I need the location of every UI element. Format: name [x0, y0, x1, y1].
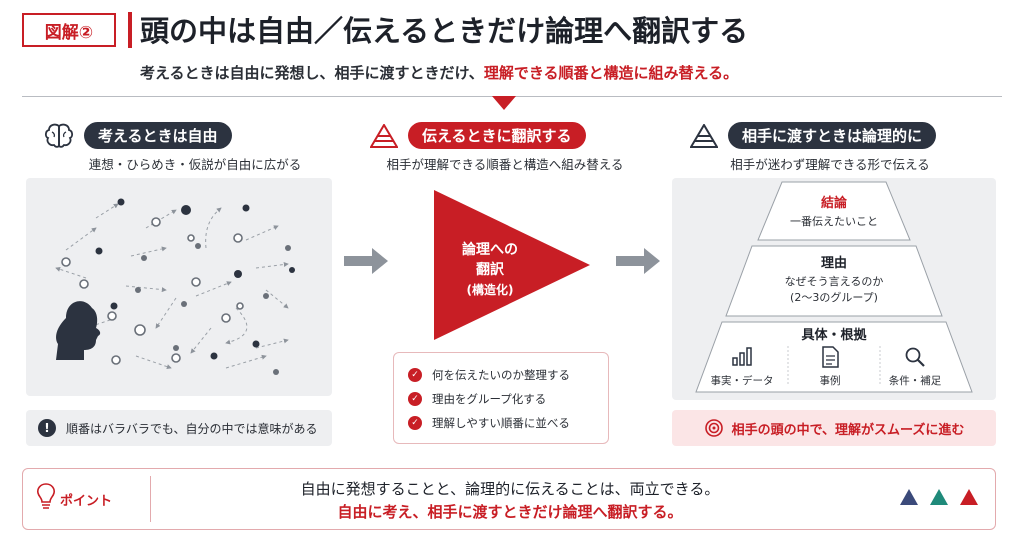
key-point-divider [150, 476, 151, 522]
key-point-label: ポイント [60, 494, 113, 509]
middle-column-header: 伝えるときに翻訳する [370, 122, 586, 149]
arrow-right-icon [616, 248, 660, 274]
document-icon [822, 346, 839, 368]
left-note: ! 順番はバラバラでも、自分の中では意味がある [26, 410, 332, 446]
pyramid-middle-tier: 理由 なぜそう言えるのか (2〜3のグループ) [760, 252, 908, 306]
checklist-item: ✓ 理由をグループ化する [408, 387, 594, 411]
funnel-line3: (構造化) [466, 283, 514, 297]
left-subheading: 連想・ひらめき・仮説が自由に広がる [88, 157, 302, 172]
pyramid-icon [370, 123, 398, 148]
thinking-person-silhouette [56, 301, 101, 360]
logic-pyramid [695, 181, 973, 393]
bar-chart-icon [732, 347, 752, 366]
left-note-text: 順番はバラバラでも、自分の中では意味がある [66, 421, 318, 436]
page-title: 頭の中は自由／伝えるときだけ論理へ翻訳する [140, 14, 749, 48]
checkmark-icon: ✓ [408, 392, 422, 406]
checklist-item: ✓ 何を伝えたいのか整理する [408, 363, 594, 387]
reason-groups: (2〜3のグループ) [790, 291, 878, 304]
pyramid-bottom-tier: 具体・根拠 [760, 324, 908, 343]
translation-funnel [434, 190, 590, 340]
idea-scatter-illustration [55, 198, 295, 375]
key-point-line2: 自由に考え、相手に渡すときだけ論理へ翻訳する。 [337, 503, 683, 521]
right-column-header: 相手に渡すときは論理的に [690, 122, 937, 149]
checklist-text: 理解しやすい順番に並べる [432, 416, 570, 430]
pyramid-icon [690, 123, 718, 148]
checkmark-icon: ✓ [408, 368, 422, 382]
exclamation-icon: ! [38, 419, 56, 437]
logic-pyramid-panel [672, 178, 996, 400]
figure-badge: 図解② [22, 13, 116, 47]
checklist-item: ✓ 理解しやすい順番に並べる [408, 411, 594, 435]
conclusion-title: 結論 [820, 196, 847, 211]
basis-cases: 事例 [800, 346, 860, 388]
left-heading: 考えるときは自由 [84, 122, 232, 149]
free-thinking-panel [26, 178, 332, 396]
page-subtitle: 考えるときは自由に発想し、相手に渡すときだけ、理解できる順番と構造に組み替える。 [140, 62, 738, 83]
funnel-line1: 論理への [462, 242, 518, 258]
checklist-text: 何を伝えたいのか整理する [432, 368, 570, 382]
key-point-box [22, 468, 996, 530]
funnel-line2: 翻訳 [476, 262, 504, 278]
checkmark-icon: ✓ [408, 416, 422, 430]
middle-subheading: 相手が理解できる順番と構造へ組み替える [386, 157, 624, 172]
result-text: 相手の頭の中で、理解がスムーズに進む [731, 422, 965, 438]
basis-title: 具体・根拠 [801, 328, 867, 343]
middle-heading: 伝えるときに翻訳する [408, 122, 586, 149]
key-point-line1: 自由に発想することと、論理的に伝えることは、両立できる。 [300, 480, 720, 498]
divider-marker [492, 96, 516, 110]
basis-conditions-label: 条件・補足 [888, 375, 942, 387]
target-icon [704, 419, 723, 437]
funnel-label: 論理への 翻訳 (構造化) [440, 240, 540, 300]
title-accent-bar [128, 12, 132, 48]
basis-facts-label: 事実・データ [710, 375, 774, 387]
brain-icon [44, 123, 74, 148]
pyramid-top-tier: 結論 一番伝えたいこと [772, 192, 896, 230]
reason-desc: なぜそう言えるのか [784, 275, 884, 288]
arrow-right-icon [344, 248, 388, 274]
subtitle-highlight: 理解できる順番と構造に組み替える。 [483, 64, 739, 82]
magnifier-icon [905, 347, 925, 367]
lightbulb-icon [37, 483, 55, 509]
right-subheading: 相手が迷わず理解できる形で伝える [730, 157, 930, 172]
left-column-header: 考えるときは自由 [44, 122, 232, 149]
checklist-text: 理由をグループ化する [432, 392, 547, 406]
conclusion-desc: 一番伝えたいこと [790, 215, 878, 228]
subtitle-plain: 考えるときは自由に発想し、相手に渡すときだけ、 [140, 64, 484, 82]
basis-conditions: 条件・補足 [880, 346, 950, 388]
reason-title: 理由 [820, 256, 847, 271]
result-box: 相手の頭の中で、理解がスムーズに進む [672, 410, 996, 446]
basis-cases-label: 事例 [819, 375, 841, 387]
decorative-triangles [900, 489, 978, 505]
right-heading: 相手に渡すときは論理的に [728, 122, 937, 149]
basis-facts: 事実・データ [706, 346, 778, 388]
translation-checklist: ✓ 何を伝えたいのか整理する ✓ 理由をグループ化する ✓ 理解しやすい順番に並… [393, 352, 609, 444]
